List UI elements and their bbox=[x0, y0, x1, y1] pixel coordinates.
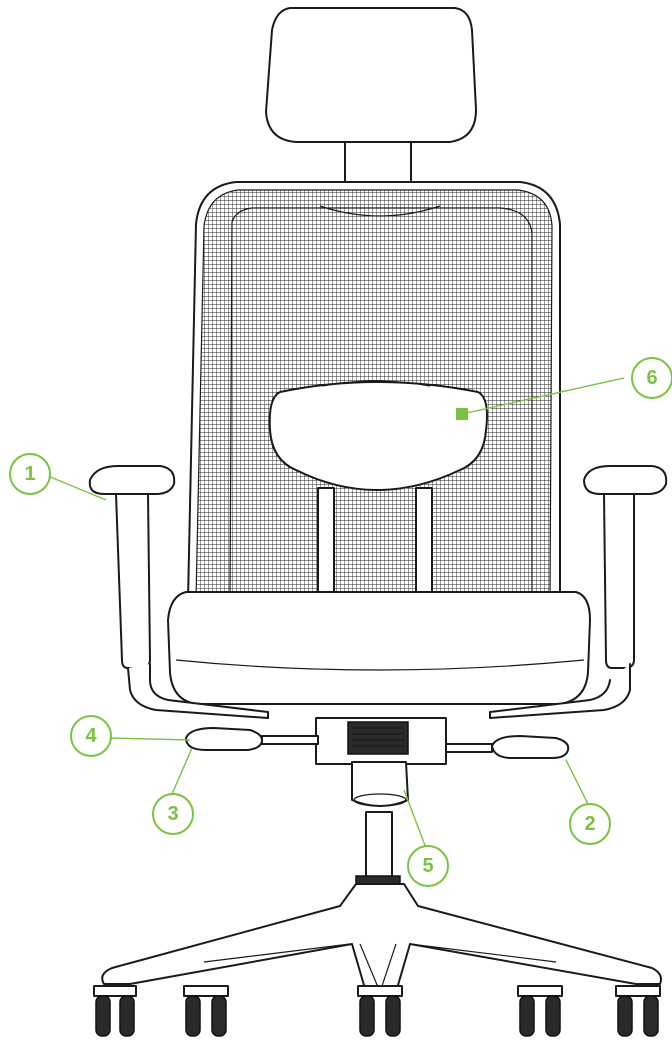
leader-target-6 bbox=[456, 408, 468, 420]
leader-line-2 bbox=[565, 759, 589, 805]
leader-line-5 bbox=[403, 789, 427, 849]
seat bbox=[167, 591, 591, 705]
callout-label: 6 bbox=[646, 367, 657, 389]
caster-3 bbox=[357, 985, 403, 1037]
headrest bbox=[265, 7, 477, 183]
callout-5: 5 bbox=[407, 845, 449, 887]
callout-label: 5 bbox=[422, 855, 433, 877]
callout-label: 3 bbox=[167, 803, 178, 825]
caster-4 bbox=[517, 985, 563, 1037]
caster-1 bbox=[93, 985, 137, 1037]
leader-line-1 bbox=[47, 475, 107, 501]
right-armrest bbox=[489, 465, 668, 719]
callout-label: 4 bbox=[85, 725, 97, 747]
callout-3: 3 bbox=[152, 793, 194, 835]
lumbar-support bbox=[268, 380, 488, 621]
leader-line-6 bbox=[461, 377, 625, 415]
callout-1: 1 bbox=[9, 453, 51, 495]
callout-6: 6 bbox=[631, 357, 672, 399]
callout-label: 1 bbox=[24, 463, 35, 485]
star-base bbox=[101, 883, 662, 993]
gas-cylinder bbox=[351, 761, 409, 887]
seat-mechanism bbox=[315, 717, 447, 765]
leader-line-3 bbox=[171, 747, 193, 795]
left-lever bbox=[185, 727, 319, 751]
left-armrest bbox=[88, 465, 269, 719]
caster-5 bbox=[615, 985, 661, 1037]
callout-2: 2 bbox=[569, 803, 611, 845]
caster-2 bbox=[183, 985, 229, 1037]
callout-4: 4 bbox=[70, 715, 112, 757]
right-lever bbox=[445, 735, 570, 759]
leader-line-4 bbox=[109, 737, 191, 741]
callout-label: 2 bbox=[584, 813, 595, 835]
